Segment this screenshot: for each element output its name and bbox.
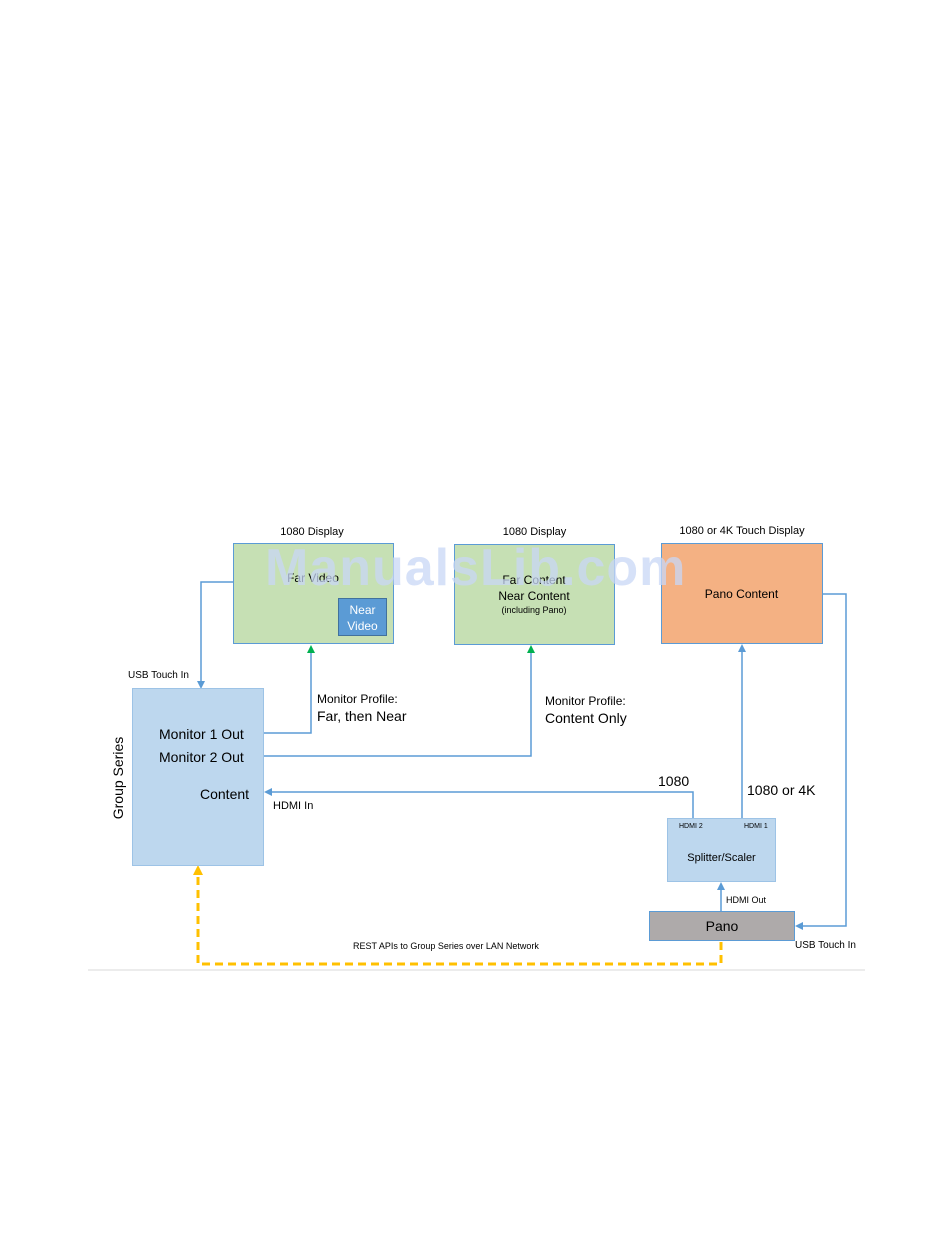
near-video-inset: Near Video: [338, 598, 387, 636]
display3-heading: 1080 or 4K Touch Display: [679, 525, 805, 537]
content-port: Content: [200, 786, 250, 802]
pano-label: Pano: [705, 918, 739, 934]
monitor2-connector: [264, 645, 535, 757]
splitter-hdmi1-port: HDMI 1: [744, 823, 768, 830]
splitter-label: Splitter/Scaler: [687, 852, 756, 864]
splitter-hdmi2-port: HDMI 2: [679, 823, 703, 830]
usb-touch-in-left-label: USB Touch In: [128, 670, 189, 681]
monitor-1-out: Monitor 1 Out: [159, 726, 244, 742]
resolution-1080-4k-label: 1080 or 4K: [747, 782, 816, 798]
watermark: ManualsLib.com: [265, 539, 687, 597]
usb-touch-right-connector: [795, 593, 847, 930]
display1-box: Far Video Near Video: [233, 543, 394, 644]
monitor1-connector: [264, 645, 315, 734]
resolution-1080-label: 1080: [658, 773, 690, 789]
hdmi-in-label: HDMI In: [273, 800, 314, 812]
display2-line1: Far Content: [502, 573, 566, 587]
near-video-line1: Near: [349, 603, 376, 617]
display2-heading: 1080 Display: [502, 526, 567, 538]
display3-label: Pano Content: [704, 587, 779, 601]
monitor-profile-1-heading: Monitor Profile:: [317, 692, 398, 706]
monitor-profile-2-heading: Monitor Profile:: [545, 694, 626, 708]
group-series-vertical-label: Group Series: [110, 736, 126, 820]
display1-label: Far Video: [287, 571, 339, 585]
display2-box: Far Content Near Content (including Pano…: [454, 544, 615, 645]
rest-api-connector: [193, 865, 723, 966]
monitor-profile-1-value: Far, then Near: [317, 708, 407, 724]
usb-touch-in-right-label: USB Touch In: [795, 940, 856, 951]
group-series-box: Monitor 1 Out Monitor 2 Out Content: [132, 688, 264, 866]
usb-touch-left-connector: [197, 581, 233, 689]
splitter-scaler-box: HDMI 2 HDMI 1 Splitter/Scaler: [667, 818, 776, 882]
monitor-profile-2-value: Content Only: [545, 710, 627, 726]
display1-heading: 1080 Display: [280, 526, 344, 538]
hdmi-out-label: HDMI Out: [726, 895, 767, 905]
hdmi2-connector: [264, 788, 694, 818]
display2-line2: Near Content: [498, 589, 570, 603]
monitor-2-out: Monitor 2 Out: [159, 749, 244, 765]
near-video-line2: Video: [347, 619, 378, 633]
pano-box: Pano: [649, 911, 795, 941]
display3-box: Pano Content: [661, 543, 823, 644]
display2-line3: (including Pano): [501, 605, 567, 615]
rest-apis-label: REST APIs to Group Series over LAN Netwo…: [353, 941, 539, 951]
